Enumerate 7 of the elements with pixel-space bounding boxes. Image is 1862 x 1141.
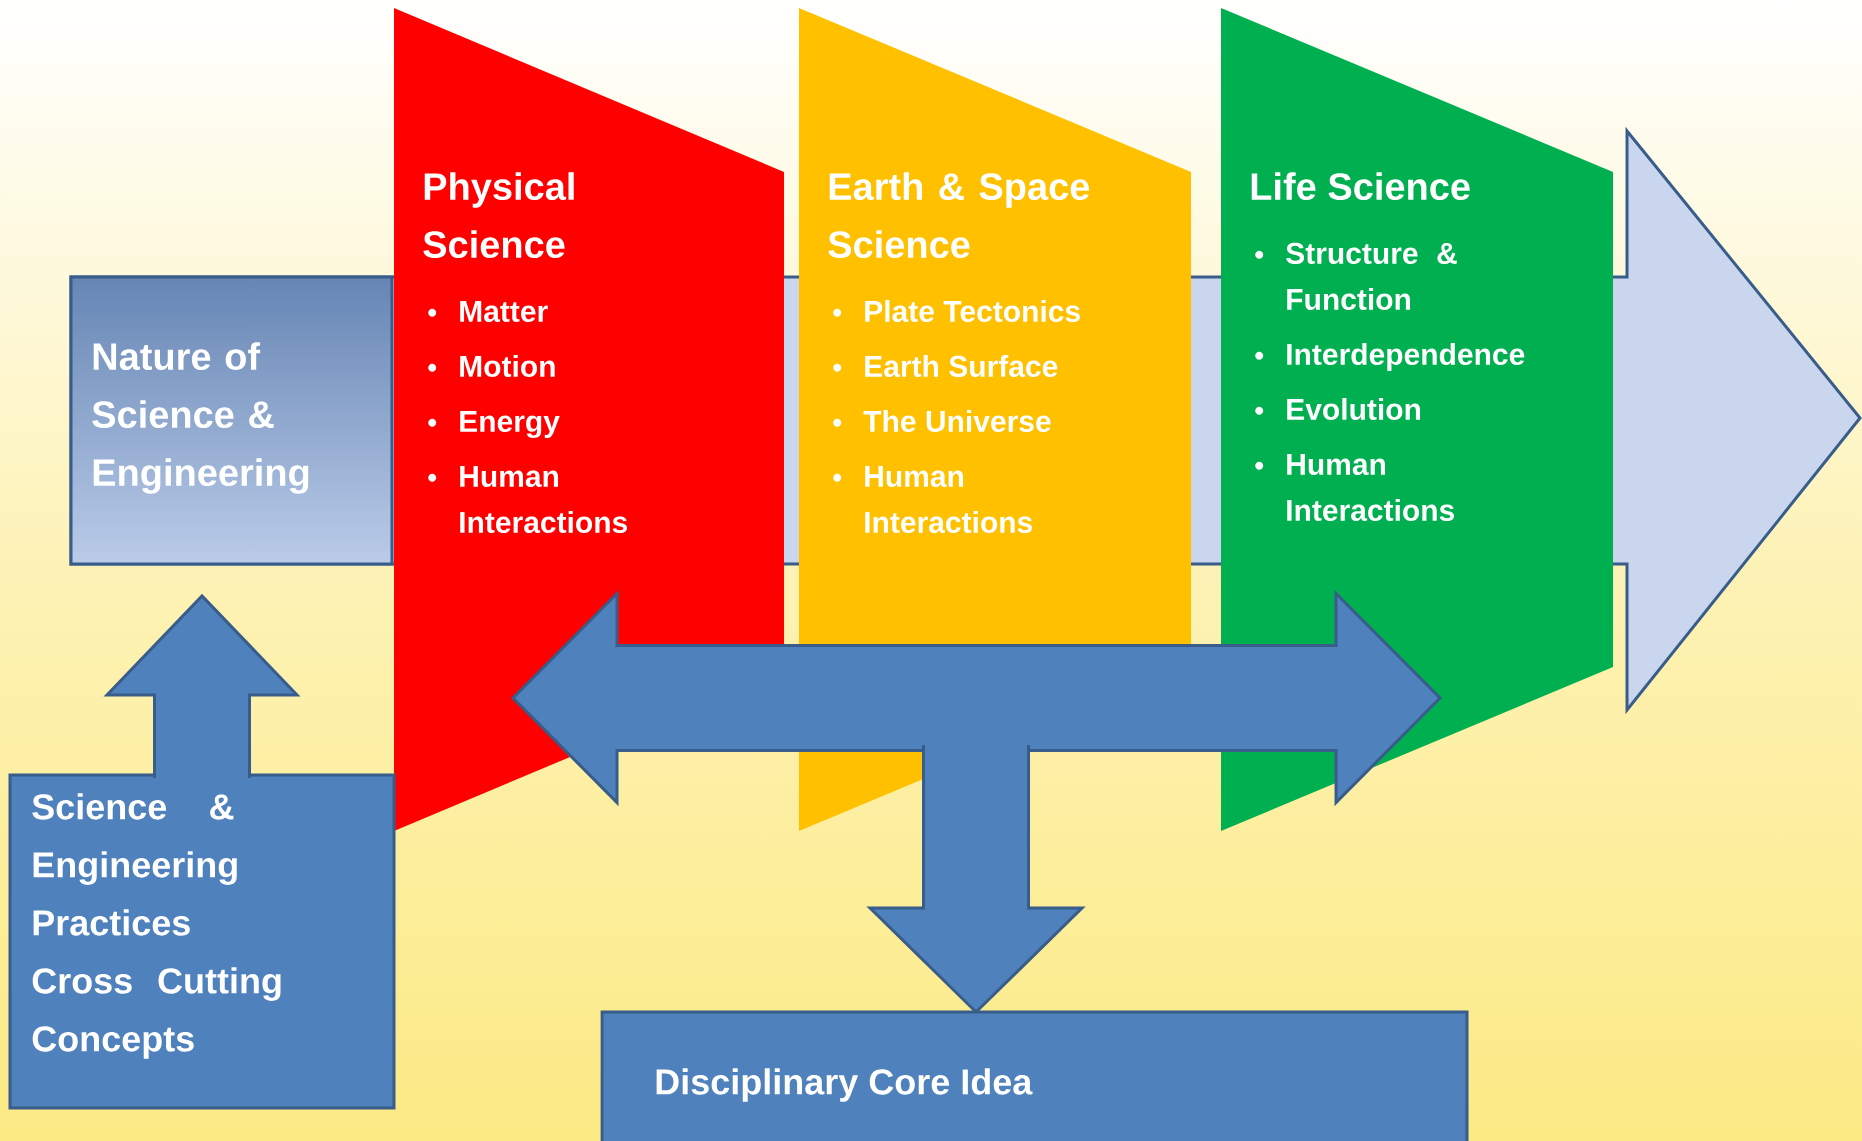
- core-idea-box: Disciplinary Core Idea: [600, 1010, 1469, 1141]
- block-arrow: [103, 593, 301, 780]
- topic-panel: Life Science Structure & Function Interdependence Evolution Human Interactions: [1221, 8, 1613, 831]
- concept-box: Nature of Science & Engineering: [69, 275, 394, 566]
- practices-box: Science & Engineering Practices Cross Cutting Concepts: [8, 773, 396, 1110]
- block-arrow: [510, 589, 1443, 807]
- block-arrow: [866, 743, 1086, 1015]
